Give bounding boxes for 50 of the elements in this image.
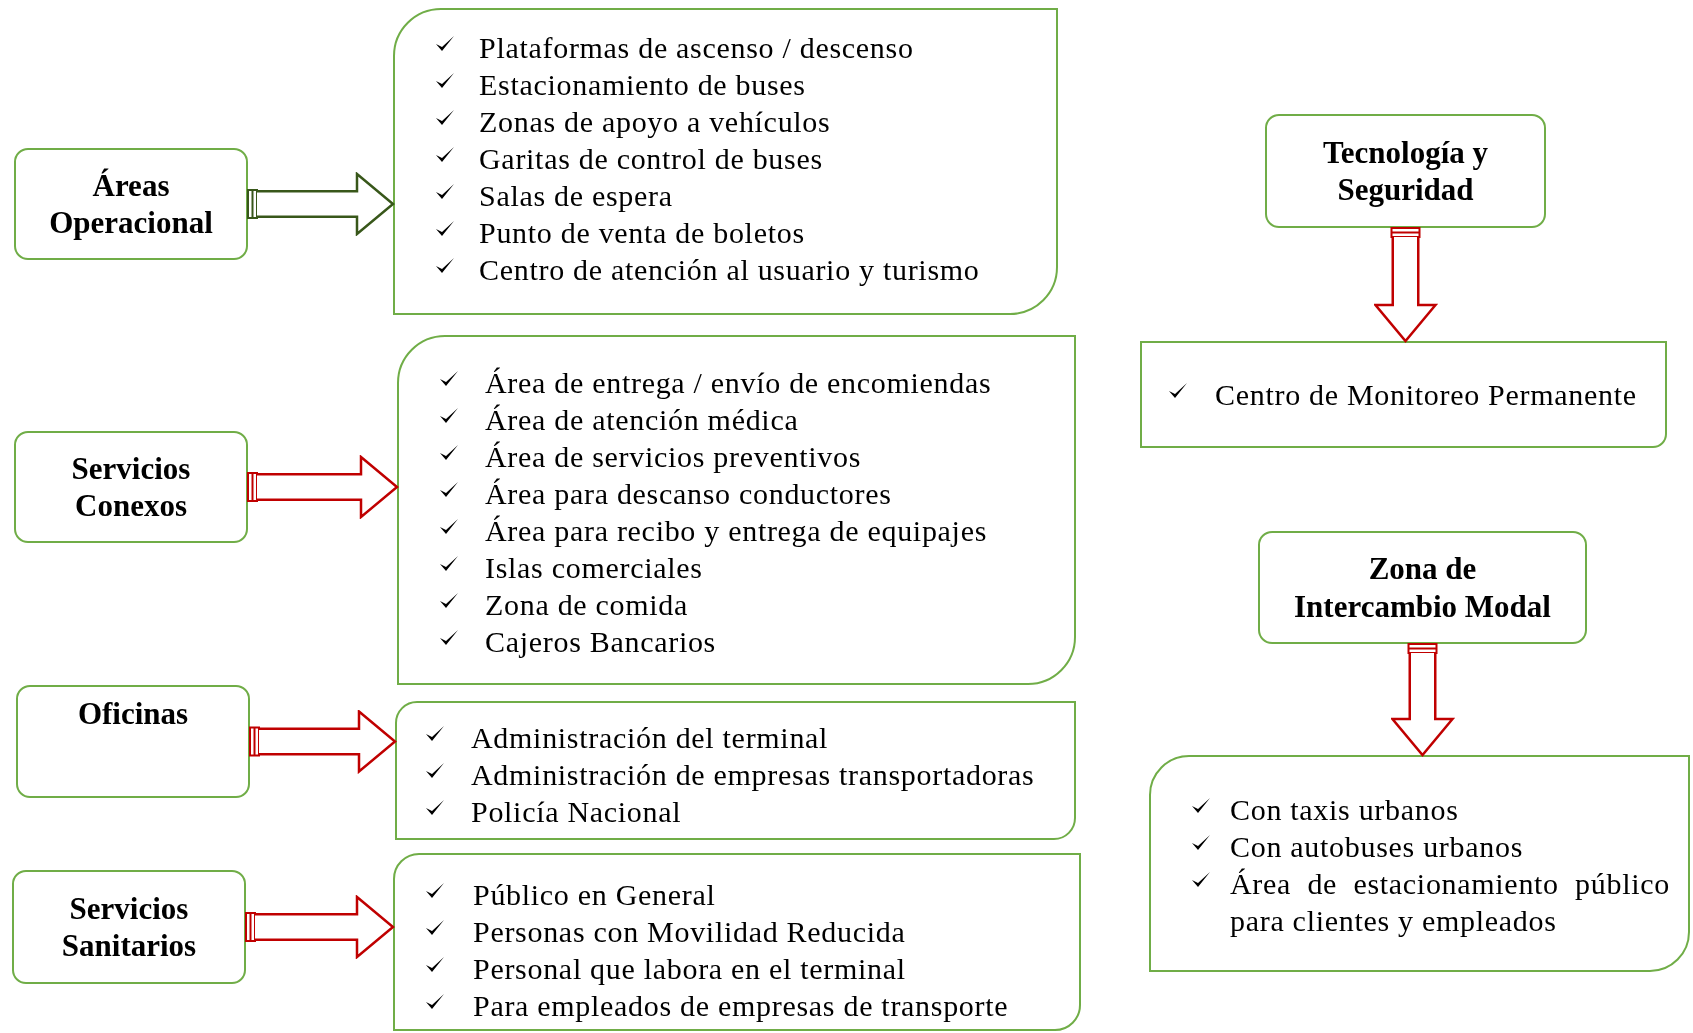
list-item: Área para recibo y entrega de equipajes (485, 513, 988, 549)
list-item: Público en General (473, 877, 716, 913)
category-title: Tecnología y Seguridad (1321, 133, 1490, 209)
category-title: Oficinas (77, 695, 189, 733)
list-item: Área de estacionamiento público para clientes y empleados (1230, 866, 1670, 939)
block-arrow (1374, 227, 1437, 343)
category-title: Servicios Sanitarios (60, 889, 198, 965)
list-item: Administración del terminal (471, 720, 829, 756)
item-list-box (395, 701, 1076, 840)
list-item: Centro de atención al usuario y turismo (479, 252, 980, 288)
list-item: Centro de Monitoreo Permanente (1215, 377, 1637, 413)
list-item: Administración de empresas transportadoras (471, 757, 1035, 793)
list-item: Zona de comida (485, 587, 689, 623)
category-title: Zona de Intercambio Modal (1293, 550, 1552, 625)
list-item: Con autobuses urbanos (1230, 829, 1523, 865)
category-title: Servicios Conexos (70, 449, 192, 525)
block-arrow (245, 895, 395, 959)
category-box (12, 870, 246, 984)
category-box (14, 431, 248, 543)
list-item: Plataformas de ascenso / descenso (479, 30, 914, 66)
item-list-box (1140, 341, 1667, 448)
block-arrow (247, 455, 399, 519)
block-arrow (249, 710, 397, 773)
category-box (1258, 531, 1587, 644)
list-item: Con taxis urbanos (1230, 792, 1459, 828)
list-item: Garitas de control de buses (479, 141, 823, 177)
category-box (16, 685, 250, 798)
list-item: Zonas de apoyo a vehículos (479, 104, 831, 140)
list-item: Área para descanso conductores (485, 476, 892, 512)
block-arrow (247, 172, 395, 236)
category-box (14, 148, 248, 260)
list-item: Personal que labora en el terminal (473, 951, 906, 987)
list-item: Punto de venta de boletos (479, 215, 805, 251)
list-item: Salas de espera (479, 178, 673, 214)
list-item: Área de atención médica (485, 402, 799, 438)
list-item: Estacionamiento de buses (479, 67, 806, 103)
item-list-box (1149, 755, 1690, 972)
item-list-box (393, 8, 1058, 315)
list-item: Policía Nacional (471, 794, 682, 830)
category-title: Áreas Operacional (48, 166, 214, 242)
list-item: Islas comerciales (485, 550, 703, 586)
category-box (1265, 114, 1546, 228)
list-item: Para empleados de empresas de transporte (473, 988, 1009, 1024)
list-item: Área de servicios preventivos (485, 439, 861, 475)
list-item: Área de entrega / envío de encomiendas (485, 365, 992, 401)
item-list-box (393, 853, 1081, 1031)
list-item: Personas con Movilidad Reducida (473, 914, 906, 950)
item-list-box (397, 335, 1076, 685)
list-item: Cajeros Bancarios (485, 624, 716, 660)
block-arrow (1391, 643, 1454, 757)
